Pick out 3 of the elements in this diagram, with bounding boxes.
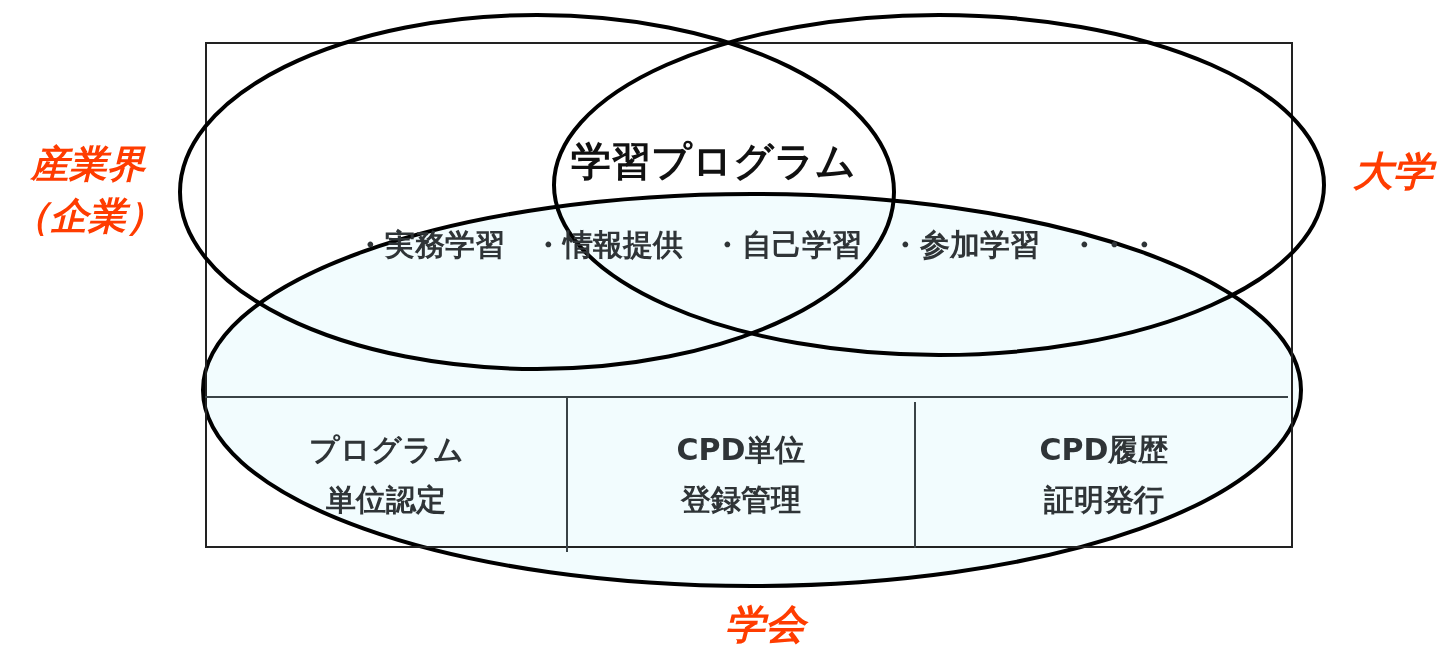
ellipse-label: 産業界（企業） bbox=[11, 141, 165, 240]
ellipse-label: 学会 bbox=[700, 598, 830, 650]
ellipse-label: 大学 bbox=[1338, 145, 1448, 197]
